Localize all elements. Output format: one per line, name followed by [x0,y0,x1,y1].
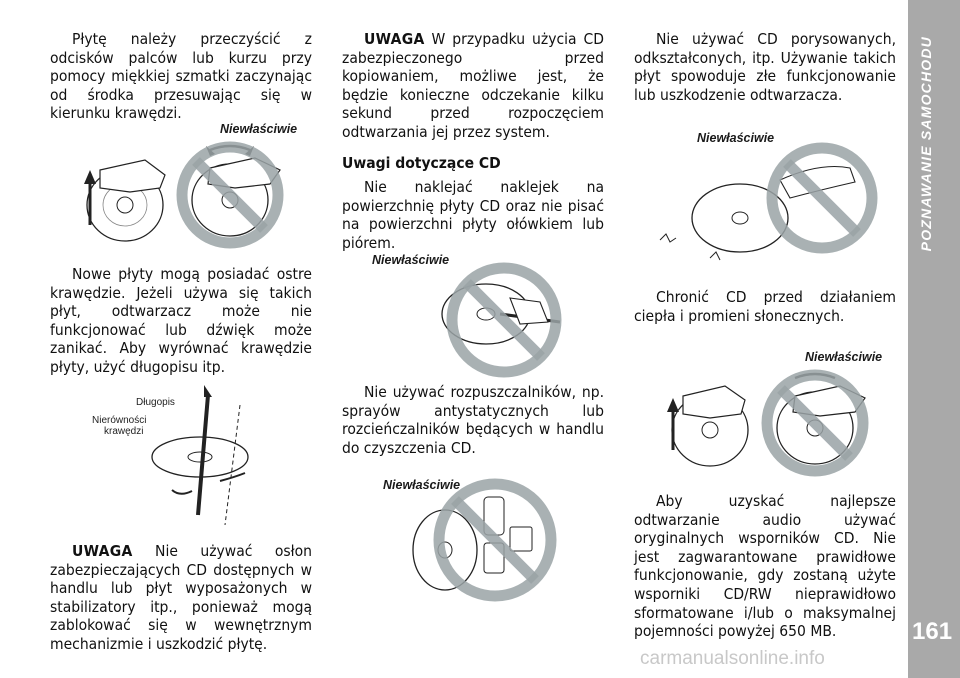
pen-label: Długopis [136,397,175,408]
edges-label-1: Nierówności [92,415,147,426]
solvents-illustration [412,478,557,602]
deformed-cd-illustration [659,142,878,261]
wiping-direction-illustration [667,369,869,477]
note-text: W przypadku użycia CD zabezpieczonego pr… [342,30,604,141]
note-label: UWAGA [72,542,133,560]
column-1: Płytę należy przeczyścić z odcisków palc… [50,30,312,123]
original-holders-paragraph: Aby uzyskać najlepsze odtwarzanie audio … [634,492,896,641]
writing-on-cd-illustration [441,262,562,378]
figure-caption: Niewłaściwie [383,478,461,492]
column-1-note: UWAGA Nie używać osłon zabezpieczających… [50,542,312,654]
column-2: UWAGA W przypadku użycia CD zabezpieczon… [342,30,604,253]
cleaning-illustration [84,141,284,249]
section-title: POZNAWANIE SAMOCHODU [918,36,950,296]
figure-caption: Niewłaściwie [805,350,883,364]
edges-label-2: krawędzi [104,426,144,437]
sharp-edges-paragraph: Nowe płyty mogą posiadać ostre krawędzie… [50,265,312,376]
copy-protection-note: UWAGA W przypadku użycia CD zabezpieczon… [342,30,604,142]
scratched-cd-paragraph: Nie używać CD porysowanych, odkształcony… [634,30,896,104]
figure-caption: Niewłaściwie [220,122,298,136]
column-3-mid: Chronić CD przed działaniem ciepła i pro… [634,288,896,325]
cd-notes-heading: Uwagi dotyczące CD [342,153,501,172]
page-number: 161 [912,618,953,645]
figure-caption: Niewłaściwie [697,131,775,145]
stickers-paragraph: Nie naklejać naklejek na powierzchnię pł… [342,178,604,252]
cleaning-paragraph: Płytę należy przeczyścić z odcisków palc… [50,30,312,123]
figure-caption: Niewłaściwie [372,253,450,267]
section-sidebar: POZNAWANIE SAMOCHODU [908,0,960,678]
column-2-mid: Nie używać rozpuszczalników, np. sprayów… [342,383,604,457]
note-paragraph: UWAGA Nie używać osłon zabezpieczających… [50,542,312,654]
column-1-mid: Nowe płyty mogą posiadać ostre krawędzie… [50,265,312,377]
watermark: carmanualsonline.info [640,648,825,669]
pen-edge-illustration [151,385,249,526]
solvents-paragraph: Nie używać rozpuszczalników, np. sprayów… [342,383,604,457]
section-title-text: POZNAWANIE SAMOCHODU [918,36,934,252]
note-label: UWAGA [364,30,425,48]
note-text: Nie używać osłon zabezpieczających CD do… [50,542,313,653]
heat-paragraph: Chronić CD przed działaniem ciepła i pro… [634,288,896,325]
column-3: Nie używać CD porysowanych, odkształcony… [634,30,896,104]
column-3-bottom: Aby uzyskać najlepsze odtwarzanie audio … [634,492,896,641]
